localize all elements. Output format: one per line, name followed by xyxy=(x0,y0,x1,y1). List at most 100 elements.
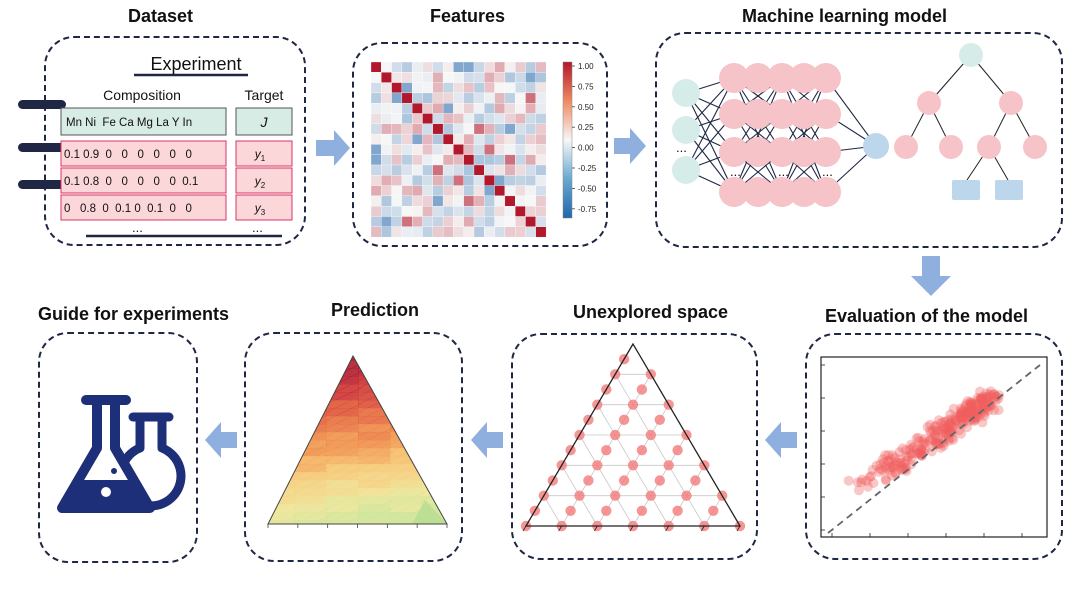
prediction-band xyxy=(294,472,327,481)
scatter-point xyxy=(918,439,929,450)
scatter-point xyxy=(971,398,982,409)
unexplored-point xyxy=(690,475,701,486)
row-target-sub: 1 xyxy=(261,154,266,163)
scatter-point xyxy=(955,410,966,421)
ternary-tick xyxy=(700,525,705,532)
prediction-band xyxy=(358,520,391,524)
rows-ellipsis: ... xyxy=(132,220,143,235)
prediction-band xyxy=(326,496,359,505)
scatter-point xyxy=(914,436,925,447)
scatter-point xyxy=(924,436,935,447)
scatter-point xyxy=(871,460,882,471)
scatter-point xyxy=(883,450,894,460)
nn-node xyxy=(743,177,773,207)
scatter-point xyxy=(965,397,976,408)
nn-node xyxy=(719,137,749,167)
prediction-band xyxy=(358,416,391,425)
tree-leaf xyxy=(952,180,980,200)
prediction-band xyxy=(326,392,359,401)
prediction-band xyxy=(358,432,391,441)
scatter-point xyxy=(977,393,987,403)
unexplored-point xyxy=(618,475,630,486)
scatter-point xyxy=(908,441,919,452)
scatter-point xyxy=(984,391,995,402)
unexplored-point xyxy=(601,445,612,456)
nn-ellipsis: ... xyxy=(778,164,789,179)
scatter-point xyxy=(972,408,983,418)
scatter-point xyxy=(978,400,989,411)
row-box xyxy=(60,140,227,167)
scatter-point xyxy=(886,454,896,465)
prediction-band xyxy=(326,472,359,481)
scatter-point xyxy=(960,413,971,424)
scatter-point xyxy=(943,435,954,446)
scatter-point xyxy=(983,405,994,416)
ternary-tick xyxy=(522,525,527,532)
scatter-point xyxy=(936,418,947,429)
scatter-point xyxy=(963,406,973,417)
scatter-point xyxy=(861,475,872,486)
scatter-point xyxy=(884,456,895,467)
scatter-point xyxy=(926,427,937,438)
scatter-point xyxy=(977,397,988,408)
scatter-point xyxy=(889,452,900,463)
scatter-point xyxy=(957,413,968,424)
nn-ellipsis: ... xyxy=(676,140,687,155)
scatter-point xyxy=(864,472,875,483)
scatter-point xyxy=(906,448,916,459)
scatter-point xyxy=(956,410,967,421)
prediction-band xyxy=(390,488,423,497)
scatter-point xyxy=(981,392,992,403)
scatter-point xyxy=(913,432,924,443)
prediction-band xyxy=(358,464,391,473)
scatter-point xyxy=(904,444,915,455)
scatter-point xyxy=(936,428,947,439)
scatter-point xyxy=(916,444,926,455)
tree-node xyxy=(894,135,918,159)
scatter-point xyxy=(880,461,891,472)
scatter-point xyxy=(931,438,942,449)
unexplored-point xyxy=(627,399,639,410)
scatter-point xyxy=(933,415,944,426)
unexplored-point xyxy=(583,475,594,486)
scatter-point xyxy=(907,442,918,453)
arrow-down-icon xyxy=(911,256,951,296)
heatmap-cell xyxy=(535,226,547,238)
scatter-point xyxy=(891,457,902,468)
prediction-band xyxy=(294,456,327,465)
scatter-point xyxy=(862,481,873,492)
side-bar xyxy=(18,100,66,109)
scatter-point xyxy=(911,448,922,459)
nn-node xyxy=(767,63,797,93)
scatter-point xyxy=(972,401,983,412)
nn-node xyxy=(811,99,841,129)
colorbar-tick-label: -0.50 xyxy=(578,184,597,193)
unexplored-point xyxy=(592,460,603,471)
unexplored-point xyxy=(610,490,621,501)
scatter-point xyxy=(950,412,961,423)
scatter-point xyxy=(979,401,989,412)
scatter-point xyxy=(981,388,992,399)
prediction-band xyxy=(422,504,447,513)
scatter-point xyxy=(960,409,970,420)
scatter-point xyxy=(955,403,966,414)
experiment-label: Experiment xyxy=(150,54,241,74)
scatter-point xyxy=(919,434,930,444)
scatter-point xyxy=(911,433,922,444)
title-guide: Guide for experiments xyxy=(38,304,230,324)
prediction-band xyxy=(390,512,423,521)
prediction-band xyxy=(358,400,391,409)
nn-edge xyxy=(685,77,735,171)
prediction-band xyxy=(412,500,447,524)
scatter-point xyxy=(888,460,899,471)
scatter-point xyxy=(894,447,905,458)
colorbar-tick-label: 0.00 xyxy=(578,144,594,153)
composition-label: Composition xyxy=(103,87,181,103)
scatter-point xyxy=(988,389,999,400)
title-prediction: Prediction xyxy=(331,300,420,320)
prediction-band xyxy=(390,520,423,524)
scatter-point xyxy=(975,404,986,415)
row-target-sub: 2 xyxy=(261,181,266,190)
